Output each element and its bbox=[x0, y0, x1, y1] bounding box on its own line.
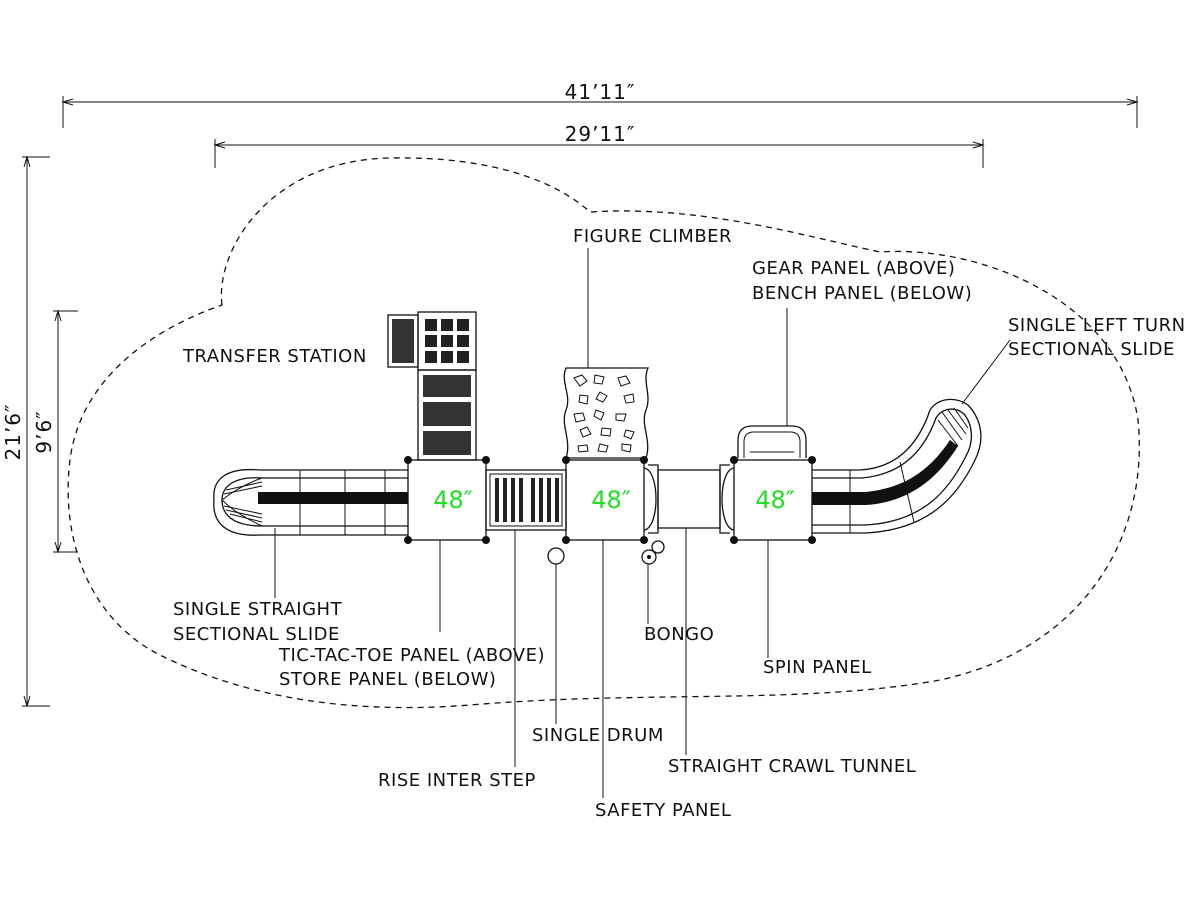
inner-depth-label: 9’6″ bbox=[32, 410, 56, 453]
label-spin-panel: SPIN PANEL bbox=[763, 657, 872, 678]
deck-1-height: 48″ bbox=[433, 486, 473, 514]
safety-zone-outline bbox=[67, 157, 1140, 709]
label-tic-tac-toe-panel: TIC-TAC-TOE PANEL (ABOVE) bbox=[278, 645, 545, 666]
transfer-station bbox=[387, 311, 477, 461]
label-store-panel: STORE PANEL (BELOW) bbox=[279, 669, 496, 690]
label-bench-panel: BENCH PANEL (BELOW) bbox=[752, 283, 972, 304]
deck-1: 48″ bbox=[407, 459, 487, 541]
label-left-turn-slide-line2: SECTIONAL SLIDE bbox=[1008, 339, 1175, 360]
label-figure-climber: FIGURE CLIMBER bbox=[573, 226, 732, 247]
deck-3-height: 48″ bbox=[755, 486, 795, 514]
dimension-overall-depth: 21’6″ bbox=[1, 155, 50, 708]
straight-crawl-tunnel bbox=[643, 464, 735, 534]
label-gear-panel: GEAR PANEL (ABOVE) bbox=[752, 258, 955, 279]
dimension-overall-width: 41’11″ bbox=[61, 80, 1139, 128]
deck-3: 48″ bbox=[733, 459, 813, 541]
rise-inter-step-block bbox=[485, 469, 567, 531]
label-safety-panel: SAFETY PANEL bbox=[595, 800, 731, 821]
overall-width-label: 41’11″ bbox=[565, 80, 636, 104]
label-rise-inter-step: RISE INTER STEP bbox=[378, 770, 536, 791]
figure-climber bbox=[563, 367, 649, 459]
label-single-drum: SINGLE DRUM bbox=[532, 725, 664, 746]
deck-2: 48″ bbox=[565, 459, 645, 541]
label-transfer-station: TRANSFER STATION bbox=[182, 346, 367, 367]
single-straight-sectional-slide bbox=[213, 468, 408, 536]
label-left-turn-slide-line1: SINGLE LEFT TURN bbox=[1008, 315, 1186, 336]
label-straight-slide-line2: SECTIONAL SLIDE bbox=[173, 624, 340, 645]
deck-2-height: 48″ bbox=[591, 486, 631, 514]
single-drum bbox=[547, 547, 565, 565]
label-straight-crawl-tunnel: STRAIGHT CRAWL TUNNEL bbox=[668, 756, 916, 777]
label-bongo: BONGO bbox=[644, 624, 714, 645]
label-straight-slide-line1: SINGLE STRAIGHT bbox=[173, 599, 343, 620]
inner-width-label: 29’11″ bbox=[565, 122, 636, 146]
deck-posts bbox=[404, 456, 816, 544]
single-left-turn-sectional-slide bbox=[812, 398, 982, 534]
leader-lines bbox=[274, 248, 1011, 798]
dimension-inner-width: 29’11″ bbox=[213, 122, 985, 168]
dimension-inner-depth: 9’6″ bbox=[32, 309, 78, 554]
overall-depth-label: 21’6″ bbox=[1, 403, 25, 460]
gear-bench-panel bbox=[737, 425, 807, 458]
bongo bbox=[641, 540, 665, 565]
